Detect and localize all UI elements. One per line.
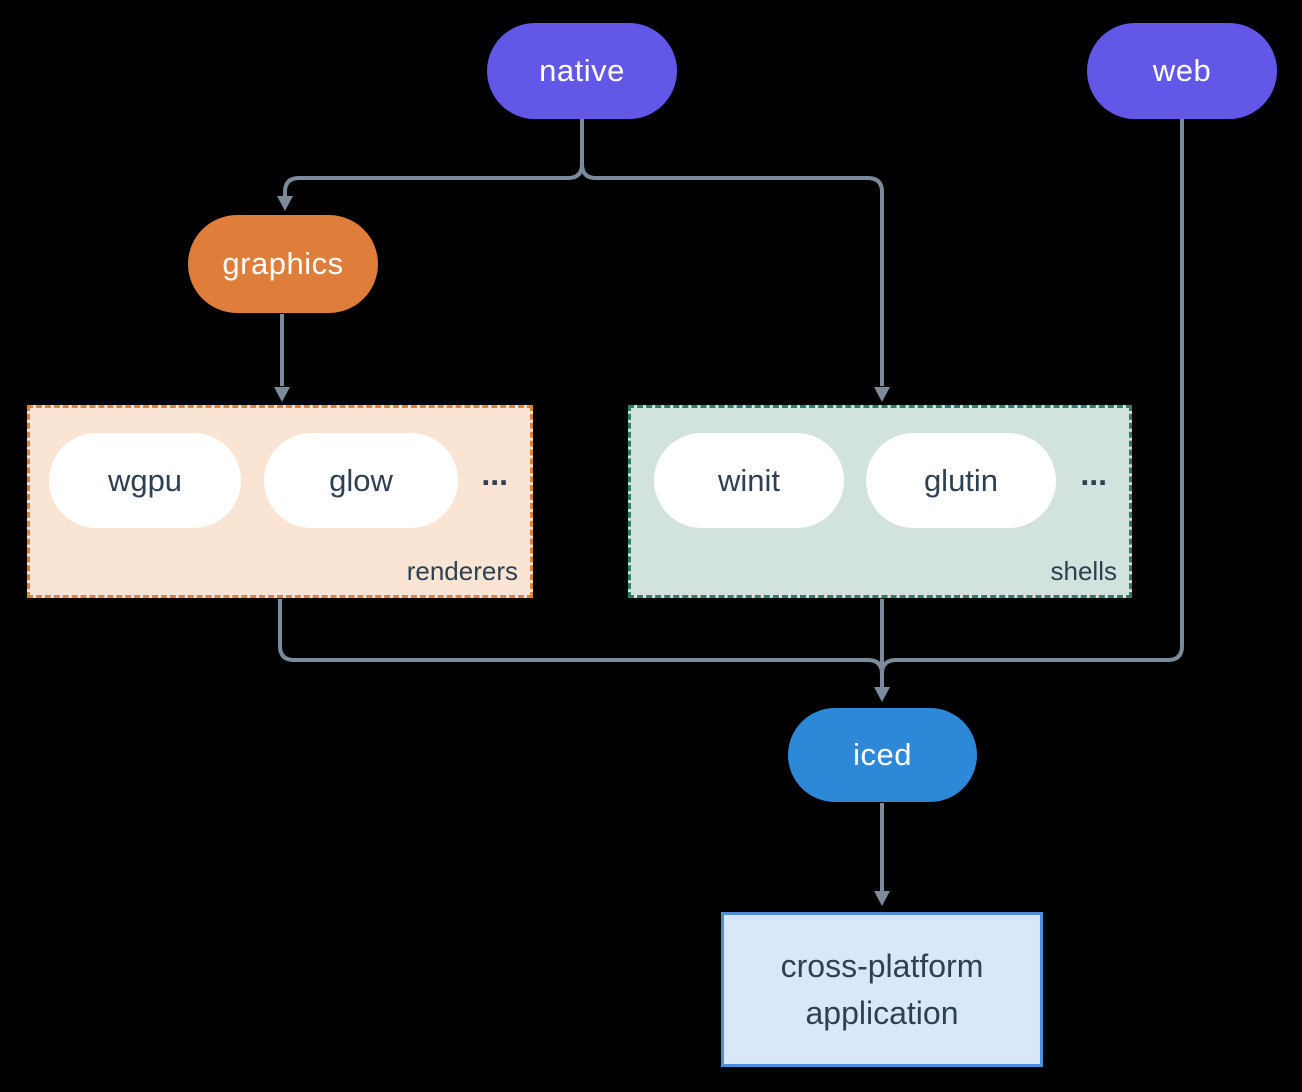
arrowhead-renderers <box>274 387 290 402</box>
app-label-line2: application <box>805 994 959 1031</box>
node-wgpu: wgpu <box>49 433 241 528</box>
node-native: native <box>487 23 677 119</box>
renderers-group-label: renderers <box>406 556 518 586</box>
arrowhead-iced <box>874 687 890 702</box>
arrowhead-graphics <box>277 196 293 211</box>
shells-ellipsis: ... <box>1080 456 1107 492</box>
renderers-ellipsis: ... <box>481 456 508 492</box>
edge-renderers-iced <box>278 599 884 675</box>
node-web-label: web <box>1152 53 1212 88</box>
node-iced: iced <box>788 708 977 802</box>
shells-group-label: shells <box>1050 556 1117 586</box>
app-label-line1: cross-platform <box>780 947 984 984</box>
node-cross-platform-application: cross-platform application <box>721 912 1043 1067</box>
group-shells: winit glutin ... shells <box>628 405 1132 598</box>
edge-native-shells <box>580 163 884 386</box>
node-native-label: native <box>539 53 625 88</box>
node-glow: glow <box>264 433 458 528</box>
node-wgpu-label: wgpu <box>107 462 183 498</box>
arrowhead-shells <box>874 387 890 402</box>
node-glutin-label: glutin <box>923 462 999 498</box>
node-winit: winit <box>654 433 844 528</box>
node-web: web <box>1087 23 1277 119</box>
node-graphics: graphics <box>188 215 378 313</box>
node-winit-label: winit <box>717 462 780 498</box>
node-graphics-label: graphics <box>222 246 344 281</box>
node-iced-label: iced <box>853 737 912 772</box>
group-renderers: wgpu glow ... renderers <box>27 405 533 598</box>
arrowhead-app <box>874 891 890 906</box>
node-glow-label: glow <box>329 462 393 498</box>
edge-native-graphics <box>283 119 584 197</box>
node-glutin: glutin <box>866 433 1056 528</box>
